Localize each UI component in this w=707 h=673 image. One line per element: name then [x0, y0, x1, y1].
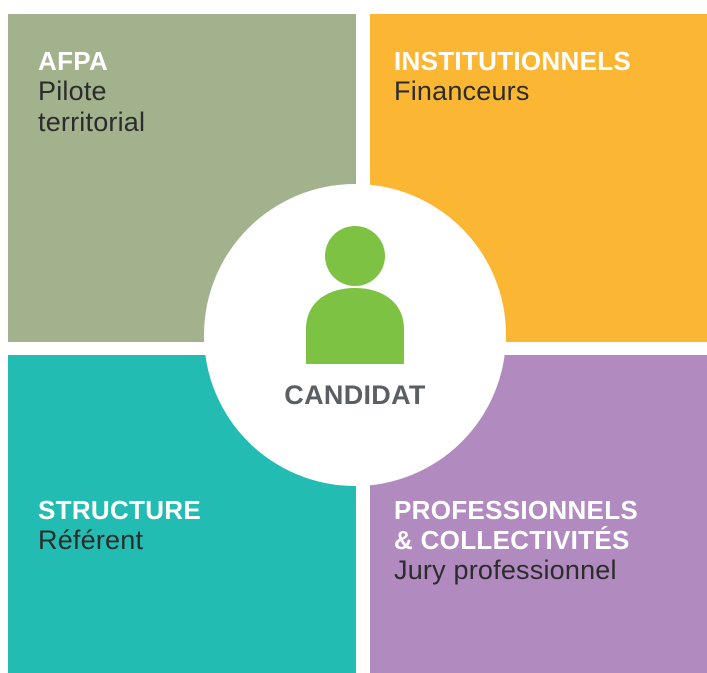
quadrant-afpa-title: AFPA: [38, 46, 109, 76]
quadrant-afpa-text: AFPA Pilote territorial: [38, 46, 145, 138]
quadrant-structure-title: STRUCTURE: [38, 495, 202, 525]
quadrant-professionnels-title-line2: & COLLECTIVITÉS: [394, 525, 630, 555]
quadrant-structure-subtitle: Référent: [38, 525, 144, 555]
quadrant-institutionnels-text: INSTITUTIONNELS Financeurs: [394, 46, 631, 107]
quadrant-afpa: AFPA Pilote territorial: [8, 14, 356, 342]
candidat-label: CANDIDAT: [284, 380, 426, 410]
quadrant-institutionnels-title: INSTITUTIONNELS: [394, 46, 632, 76]
quadrant-afpa-subtitle-line2: territorial: [38, 107, 146, 137]
person-icon-head: [325, 226, 385, 286]
quadrant-afpa-subtitle-line1: Pilote: [38, 76, 107, 106]
quadrant-professionnels-title-line1: PROFESSIONNELS: [394, 495, 639, 525]
person-icon: [306, 226, 404, 364]
quadrant-professionnels-subtitle: Jury professionnel: [394, 555, 617, 585]
quadrant-structure-text: STRUCTURE Référent: [38, 495, 201, 556]
candidat-circle: CANDIDAT: [204, 184, 506, 486]
person-icon-body: [306, 288, 404, 364]
quadrant-professionnels-text: PROFESSIONNELS & COLLECTIVITÉS Jury prof…: [394, 495, 638, 586]
quadrant-institutionnels-subtitle: Financeurs: [394, 76, 530, 106]
